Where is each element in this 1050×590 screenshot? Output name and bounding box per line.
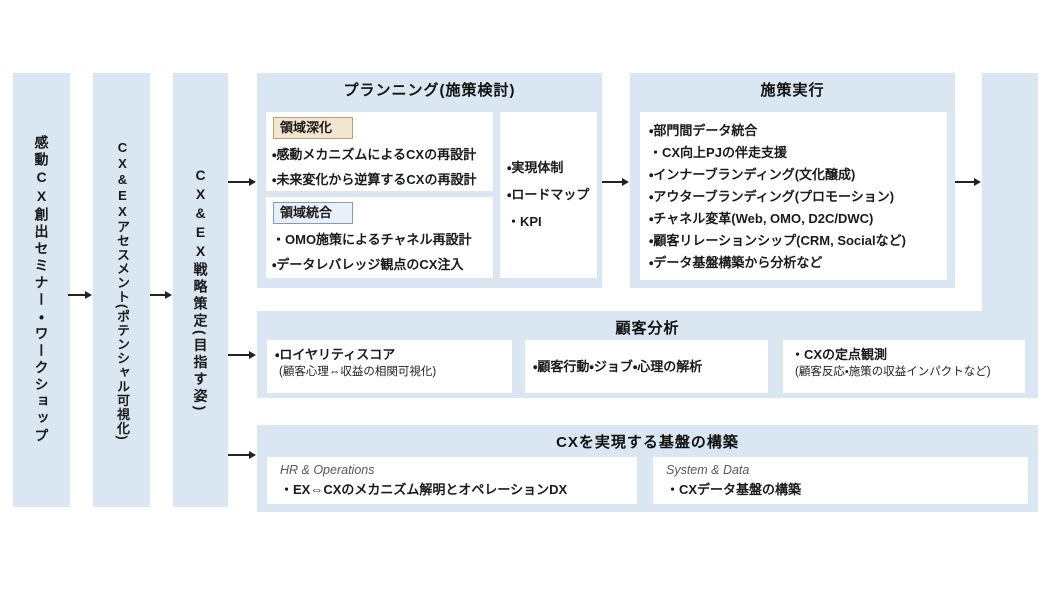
planning-enablers-box: ・実現体制 ・ロードマップ ・KPI	[500, 112, 597, 278]
list-item: ・アウターブランディング(プロモーション)	[649, 189, 895, 204]
arrow-shaft	[228, 354, 249, 356]
list-item: ・データレバレッジ観点のCX注入	[272, 257, 464, 272]
list-item: ・KPI	[507, 214, 542, 229]
list-item: ・CXデータ基盤の構築	[666, 482, 802, 497]
flow-arrow-strategy-to-planning	[228, 177, 256, 187]
list-item: ・顧客行動・ジョブ・心理の解析	[533, 358, 703, 374]
flow-arrow-seminar-to-assessment	[68, 290, 92, 300]
list-item: ・データ基盤構築から分析など	[649, 255, 823, 270]
list-item: ・部門間データ統合	[649, 123, 758, 138]
stage-panel-seminar: 感動CX創出セミナー・ワークショップ	[13, 73, 70, 507]
stage-assessment-label: CX&EXアセスメント(ポテンシャル可視化)	[114, 139, 130, 441]
planning-deepen-box: 領域深化 ・感動メカニズムによるCXの再設計 ・未来変化から逆算するCXの再設計	[266, 112, 493, 191]
foundation-system-data-box: System & Data ・CXデータ基盤の構築	[653, 457, 1028, 504]
execution-panel: 施策実行 ・部門間データ統合 ・CX向上PJの伴走支援 ・インナーブランディング…	[630, 73, 955, 288]
analysis-loyalty-box: ・ロイヤリティスコア (顧客心理⇔収益の相関可視化)	[267, 340, 512, 393]
deepen-tag: 領域深化	[273, 117, 354, 139]
list-item: ・EX⇔CXのメカニズム解明とオペレーションDX	[280, 482, 568, 497]
list-item: ・CX向上PJの伴走支援	[649, 145, 787, 160]
arrow-head-icon	[622, 178, 629, 186]
category-label: System & Data	[666, 463, 750, 477]
arrow-head-icon	[249, 351, 256, 359]
planning-integrate-box: 領域統合 ・OMO施策によるチャネル再設計 ・データレバレッジ観点のCX注入	[266, 197, 493, 278]
list-item-sub: (顧客心理⇔収益の相関可視化)	[279, 366, 437, 378]
integrate-tag-wrap: 領域統合	[273, 202, 493, 224]
list-item: ・チャネル変革(Web, OMO, D2C/DWC)	[649, 211, 874, 226]
arrow-shaft	[602, 181, 622, 183]
list-item: ・感動メカニズムによるCXの再設計	[272, 147, 477, 162]
analysis-panel: 顧客分析 ・ロイヤリティスコア (顧客心理⇔収益の相関可視化) ・顧客行動・ジョ…	[257, 311, 1038, 398]
list-item-sub: (顧客反応・施策の収益インパクトなど)	[795, 366, 991, 378]
foundation-title: CXを実現する基盤の構築	[556, 434, 739, 451]
integrate-tag: 領域統合	[273, 202, 354, 224]
analysis-title: 顧客分析	[615, 320, 680, 337]
deepen-tag-wrap: 領域深化	[273, 117, 493, 139]
execution-list-box: ・部門間データ統合 ・CX向上PJの伴走支援 ・インナーブランディング(文化醸成…	[640, 112, 947, 280]
arrow-head-icon	[249, 178, 256, 186]
analysis-behavior-box: ・顧客行動・ジョブ・心理の解析	[525, 340, 768, 393]
flow-arrow-planning-to-execution	[602, 177, 629, 187]
flow-arrow-assessment-to-strategy	[150, 290, 172, 300]
list-item: ・インナーブランディング(文化醸成)	[649, 167, 856, 182]
planning-title: プランニング(施策検討)	[343, 82, 516, 99]
arrow-head-icon	[249, 451, 256, 459]
list-item: ・OMO施策によるチャネル再設計	[272, 232, 472, 247]
analysis-monitoring-box: ・CXの定点観測 (顧客反応・施策の収益インパクトなど)	[783, 340, 1025, 393]
stage-panel-strategy: CX&EX戦略策定(目指す姿)	[173, 73, 228, 507]
foundation-hr-operations-box: HR & Operations ・EX⇔CXのメカニズム解明とオペレーションDX	[267, 457, 637, 504]
arrow-shaft	[228, 454, 249, 456]
stage-panel-assessment: CX&EXアセスメント(ポテンシャル可視化)	[93, 73, 150, 507]
stage-strategy-label: CX&EX戦略策定(目指す姿)	[192, 166, 209, 414]
arrow-head-icon	[85, 291, 92, 299]
flow-arrow-strategy-to-foundation	[228, 450, 256, 460]
execution-title: 施策実行	[760, 82, 825, 99]
arrow-shaft	[955, 181, 974, 183]
list-item: ・CXの定点観測	[791, 347, 888, 362]
arrow-head-icon	[974, 178, 981, 186]
stage-seminar-label: 感動CX創出セミナー・ワークショップ	[33, 135, 50, 445]
flow-arrow-strategy-to-analysis	[228, 350, 256, 360]
right-edge-bar	[982, 73, 1038, 311]
list-item: ・実現体制	[507, 160, 564, 175]
arrow-shaft	[150, 294, 165, 296]
foundation-panel: CXを実現する基盤の構築 HR & Operations ・EX⇔CXのメカニズ…	[257, 425, 1038, 512]
list-item: ・未来変化から逆算するCXの再設計	[272, 172, 477, 187]
list-item: ・ロードマップ	[507, 187, 590, 202]
category-label: HR & Operations	[280, 463, 375, 477]
arrow-head-icon	[165, 291, 172, 299]
list-item: ・顧客リレーションシップ(CRM, Socialなど)	[649, 233, 906, 248]
flow-arrow-execution-to-next	[955, 177, 981, 187]
planning-panel: プランニング(施策検討) 領域深化 ・感動メカニズムによるCXの再設計 ・未来変…	[257, 73, 602, 288]
list-item: ・ロイヤリティスコア	[275, 347, 396, 362]
arrow-shaft	[228, 181, 249, 183]
arrow-shaft	[68, 294, 85, 296]
